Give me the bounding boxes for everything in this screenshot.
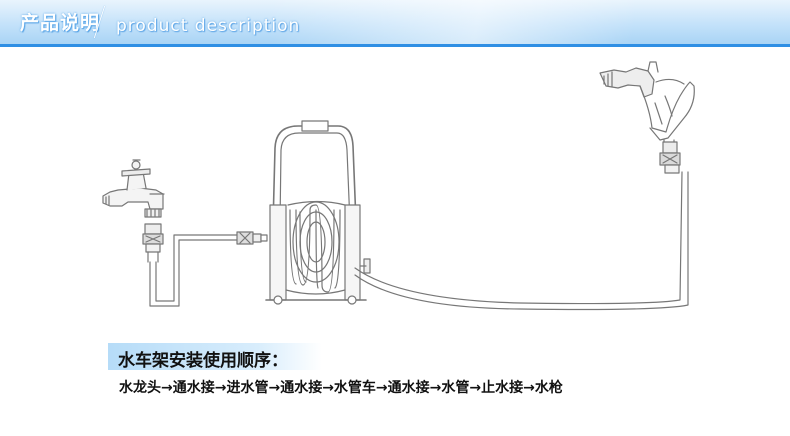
banner-highlight [270,0,790,44]
banner-underline [0,44,790,47]
inlet-connector [236,231,268,245]
banner-title-en: product description [116,16,301,36]
header-banner: 产品说明 product description [0,0,790,44]
gun-connector [659,141,681,174]
hose-reel-cart-icon [265,120,371,305]
inlet-hose [149,234,238,307]
faucet-icon [102,159,165,218]
section-heading-highlight [108,343,322,370]
banner-title-cn: 产品说明 [20,12,101,34]
quick-connector-icon [142,223,164,263]
outlet-hose [354,171,689,311]
section-heading: 水车架安装使用顺序： [118,351,288,371]
spray-gun-icon [599,61,695,143]
installation-diagram [102,61,695,311]
installation-sequence: 水龙头→通水接→进水管→通水接→水管车→通水接→水管→止水接→水枪 [119,380,563,396]
